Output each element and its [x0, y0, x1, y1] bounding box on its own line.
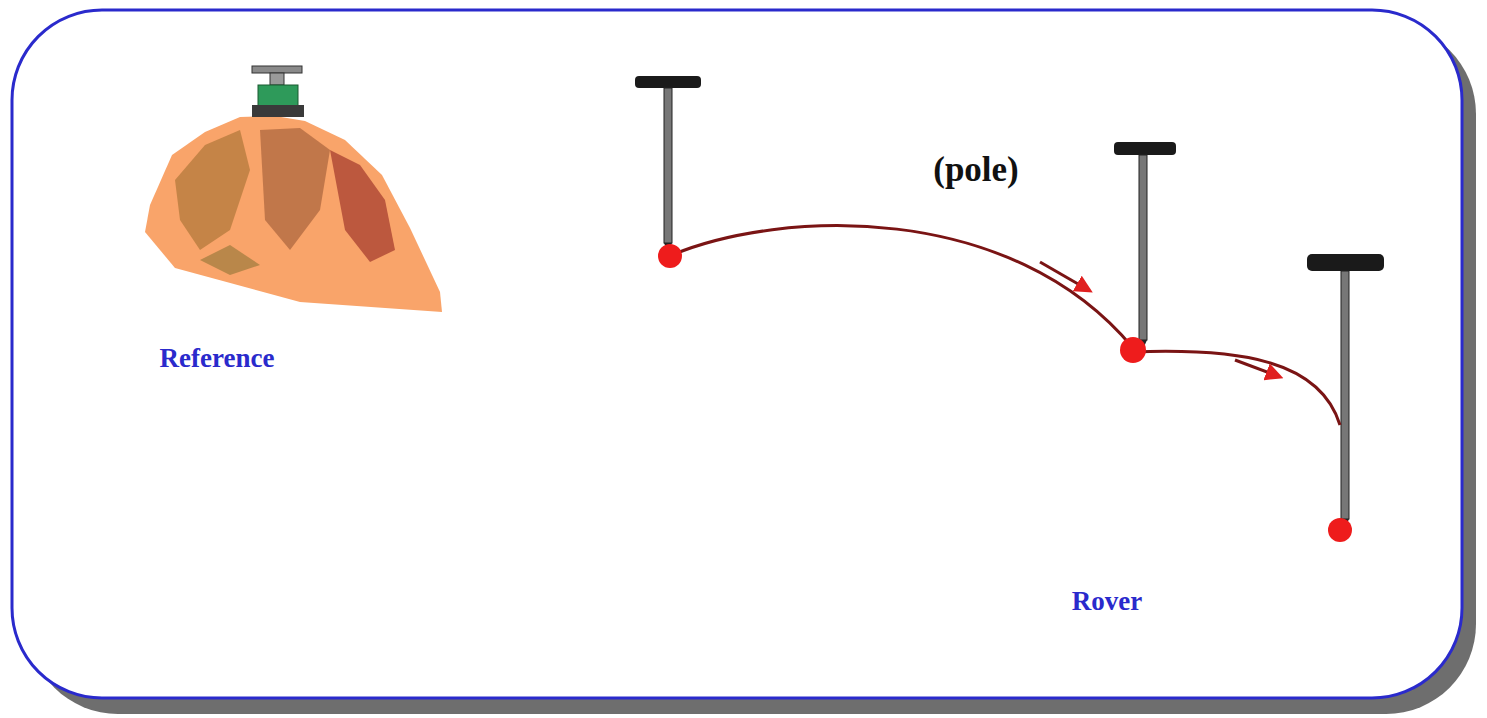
station-label: Rover — [1072, 586, 1142, 617]
antenna-cap — [635, 76, 701, 88]
receiver-mount — [270, 73, 284, 85]
movement-arrow — [1040, 262, 1085, 288]
movement-arrow — [1235, 360, 1275, 375]
station-label: Reference — [160, 343, 275, 374]
part-label: (pole) — [933, 150, 1019, 190]
hill-texture — [260, 128, 330, 250]
survey-point — [1120, 337, 1146, 363]
pole-rod — [1139, 155, 1147, 340]
tripod-base — [252, 105, 304, 117]
hill-texture — [200, 245, 260, 275]
movement-path — [1133, 351, 1340, 425]
pole-rod — [1341, 271, 1349, 519]
receiver-body — [258, 85, 298, 107]
antenna-cap — [1114, 142, 1176, 155]
hill-texture — [175, 130, 250, 250]
survey-point — [658, 244, 682, 268]
movement-path — [672, 226, 1133, 348]
survey-point — [1328, 518, 1352, 542]
antenna-cap — [1307, 254, 1384, 271]
hill-texture — [330, 150, 395, 262]
pole-rod — [664, 88, 672, 243]
receiver-plate — [252, 66, 302, 73]
frame — [12, 10, 1462, 698]
hill — [145, 116, 442, 312]
